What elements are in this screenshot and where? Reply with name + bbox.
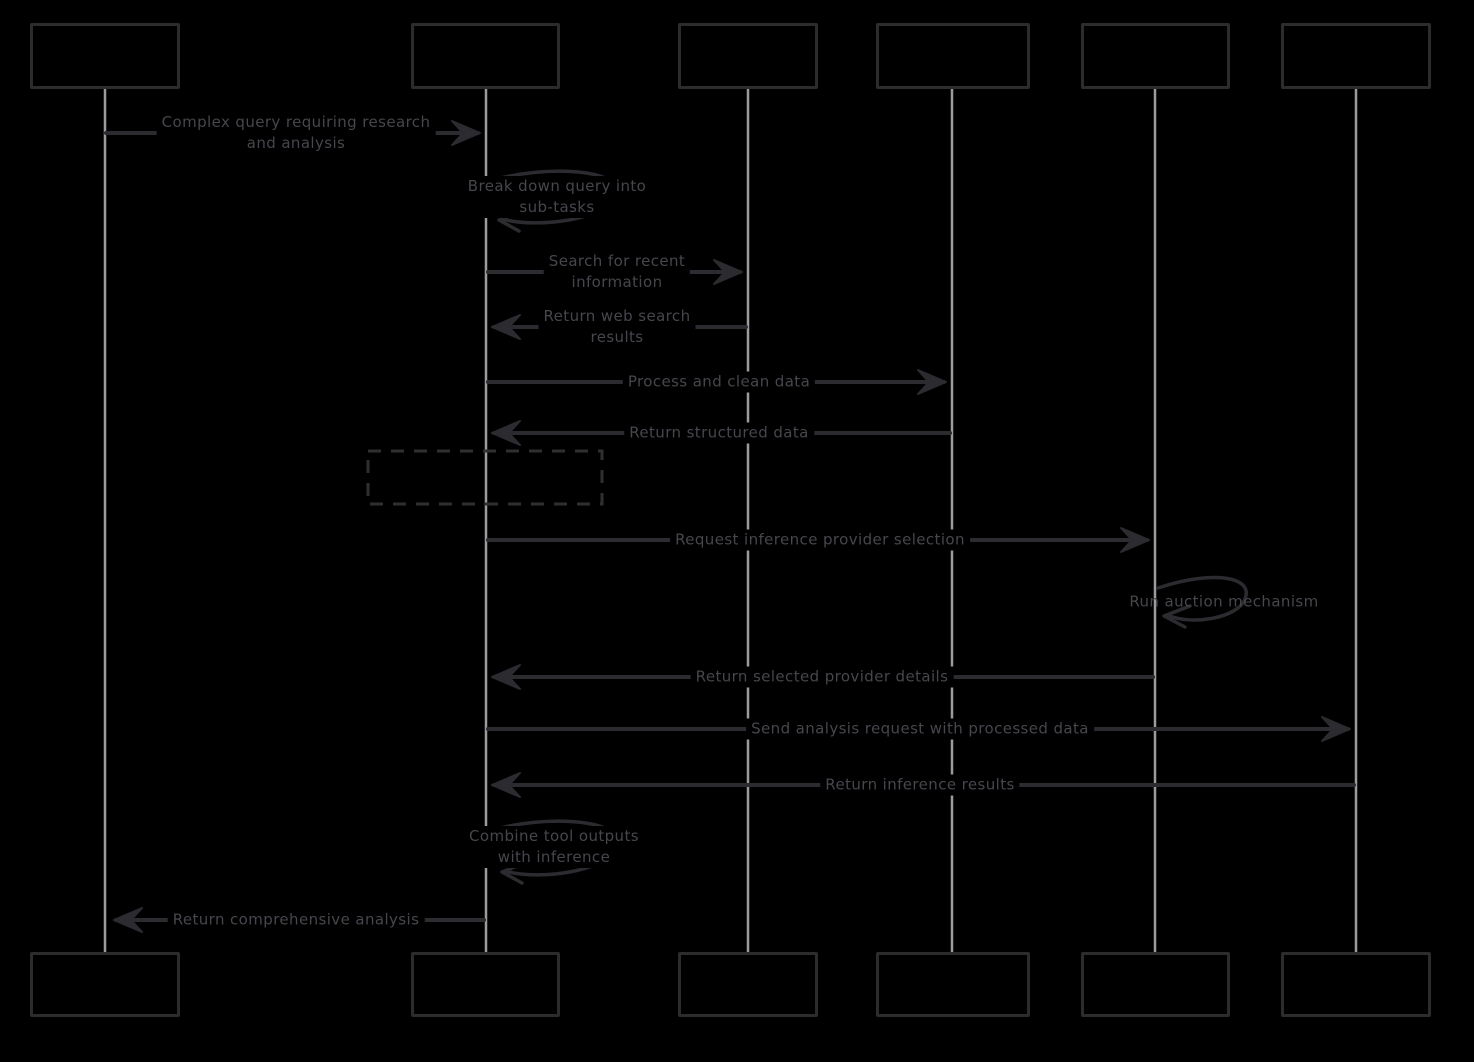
- arrowhead-complex-query: [451, 120, 481, 146]
- arrowhead-comprehensive: [113, 907, 143, 933]
- selfloop-arrowhead-auction: [1162, 604, 1192, 629]
- arrowhead-provider-details: [491, 664, 521, 690]
- message-label-comprehensive: Return comprehensive analysis: [167, 909, 425, 931]
- actor-box-top-6: [1281, 23, 1431, 89]
- actor-box-bottom-5: [1081, 952, 1230, 1017]
- arrowhead-process-data: [917, 369, 947, 395]
- actor-box-bottom-2: [411, 952, 560, 1017]
- actor-box-top-1: [30, 23, 180, 89]
- message-label-process-data: Process and clean data: [622, 371, 816, 393]
- arrowhead-web-results: [491, 314, 521, 340]
- message-label-provider-details: Return selected provider details: [690, 666, 954, 688]
- actor-box-bottom-4: [876, 952, 1030, 1017]
- note-box: [366, 449, 604, 506]
- actor-box-bottom-6: [1281, 952, 1431, 1017]
- message-label-web-results: Return web search results: [538, 306, 696, 348]
- arrowhead-structured-data: [491, 420, 521, 446]
- arrowhead-send-analysis: [1321, 716, 1351, 742]
- arrowhead-search-info: [713, 259, 743, 285]
- message-label-structured-data: Return structured data: [624, 422, 814, 444]
- actor-box-top-3: [678, 23, 818, 89]
- message-label-send-analysis: Send analysis request with processed dat…: [746, 718, 1094, 740]
- message-label-request-provider: Request inference provider selection: [670, 529, 970, 551]
- arrowhead-request-provider: [1120, 527, 1150, 553]
- actor-box-top-5: [1081, 23, 1230, 89]
- actor-box-top-4: [876, 23, 1030, 89]
- arrowhead-inference-results: [491, 772, 521, 798]
- message-label-search-info: Search for recent information: [543, 251, 691, 293]
- selfloop-auction: [1156, 575, 1248, 622]
- actor-box-bottom-1: [30, 952, 180, 1017]
- actor-box-top-2: [411, 23, 560, 89]
- message-label-auction: Run auction mechanism: [1129, 592, 1319, 611]
- message-label-inference-results: Return inference results: [820, 774, 1020, 796]
- message-label-complex-query: Complex query requiring research and ana…: [156, 112, 436, 154]
- message-label-break-down: Break down query into sub-tasks: [462, 176, 652, 218]
- actor-box-bottom-3: [678, 952, 818, 1017]
- message-label-combine: Combine tool outputs with inference: [464, 826, 644, 868]
